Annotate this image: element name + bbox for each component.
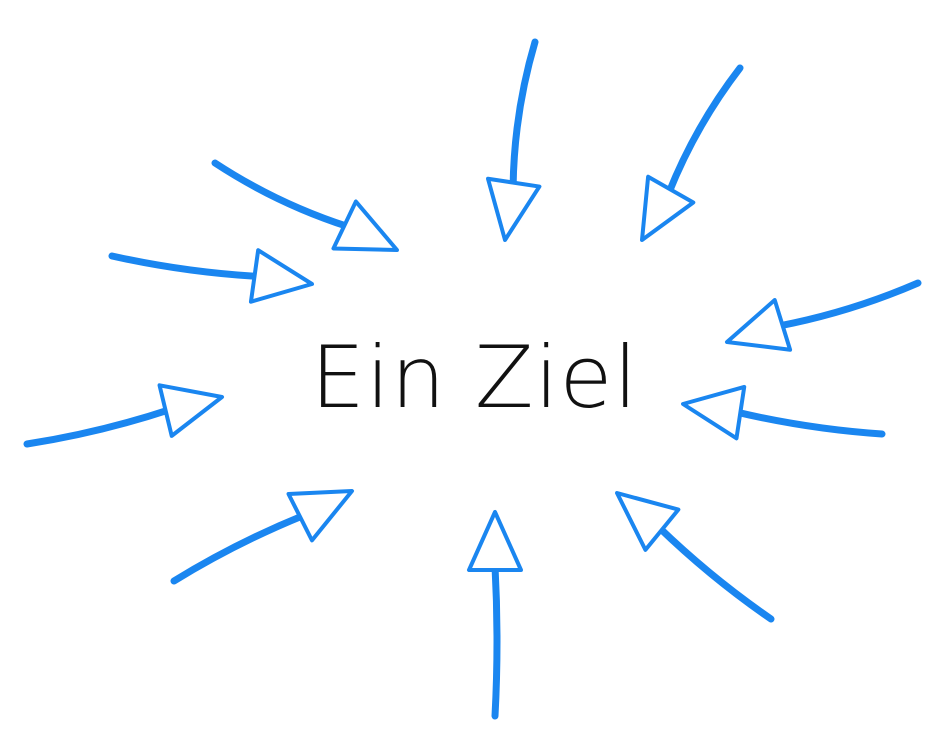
arrow-8: [170, 489, 354, 585]
arrow-shaft: [775, 279, 922, 330]
arrow-head: [615, 491, 681, 552]
arrow-head: [248, 248, 314, 304]
arrow-5: [725, 279, 922, 352]
arrow-head: [485, 176, 542, 242]
center-goal-label: Ein Ziel: [310, 328, 639, 428]
arrow-head: [640, 174, 696, 242]
arrow-1: [485, 38, 542, 242]
arrow-head: [331, 199, 399, 252]
arrow-shaft: [509, 38, 539, 191]
arrow-head: [286, 489, 354, 543]
arrow-7: [23, 383, 224, 448]
arrow-shaft: [211, 159, 352, 231]
arrow-head: [157, 383, 224, 438]
arrow-9: [467, 510, 523, 720]
arrow-10: [615, 491, 775, 623]
arrow-shaft: [665, 64, 744, 197]
arrow-6: [681, 384, 886, 441]
arrow-head: [681, 384, 747, 441]
arrow-2: [640, 64, 744, 242]
arrow-4: [108, 248, 314, 304]
arrow-head: [467, 510, 523, 572]
arrow-head: [725, 298, 793, 352]
arrow-3: [211, 159, 399, 252]
